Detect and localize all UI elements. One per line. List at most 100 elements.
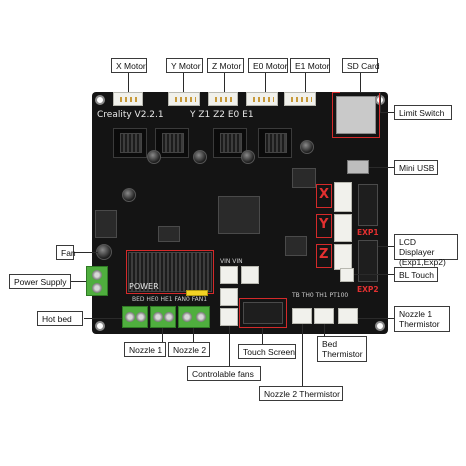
bl-touch-label: BL Touch: [394, 267, 438, 282]
sd-card-slot: [336, 96, 376, 134]
ic-chip: [158, 226, 180, 242]
y-endstop-letter: Y: [319, 217, 329, 232]
nozzle1-label: Nozzle 1: [124, 342, 166, 357]
nozzle2-terminal: [178, 306, 210, 328]
bottom-silkscreen: BED HE0 HE1 FAN0 FAN1: [132, 296, 208, 303]
leader-line: [265, 73, 266, 92]
fan-connector-1: [220, 266, 238, 284]
nozzle2-thermistor-label: Nozzle 2 Thermistor: [259, 386, 343, 401]
heatsink-highlight: [126, 250, 214, 294]
leader-line: [229, 326, 230, 368]
mounting-hole: [95, 321, 105, 331]
axis-silkscreen: Y Z1 Z2 E0 E1: [190, 110, 254, 120]
bed-thermistor-label: Bed Thermistor: [317, 336, 367, 362]
leader-line: [358, 318, 394, 319]
leader-line: [360, 73, 361, 92]
nozzle1-thermistor-label: Nozzle 1 Thermistor: [394, 306, 450, 332]
leader-line: [224, 73, 225, 92]
x-motor-label: X Motor: [111, 58, 147, 73]
x-endstop-letter: X: [319, 187, 330, 202]
z-endstop-connector: [334, 244, 352, 270]
z-motor-label: Z Motor: [207, 58, 244, 73]
e1-motor-label: E1 Motor: [290, 58, 330, 73]
leader-line: [162, 328, 163, 342]
leader-line: [302, 324, 303, 386]
mounting-hole: [95, 95, 105, 105]
mini-usb-port: [347, 160, 369, 174]
touch-screen-highlight: [239, 298, 287, 328]
z-endstop-highlight: [316, 244, 332, 268]
y-motor-label: Y Motor: [166, 58, 203, 73]
controlable-fans-label: Controlable fans: [187, 366, 261, 381]
leader-line: [340, 92, 380, 93]
nozzle1-terminal: [150, 306, 176, 328]
nozzle2-label: Nozzle 2: [168, 342, 210, 357]
touch-screen-header: [243, 302, 283, 324]
fan-connector-3: [220, 288, 238, 306]
leader-line: [378, 246, 394, 247]
power-supply-label: Power Supply: [9, 274, 71, 289]
power-silkscreen: POWER: [129, 282, 159, 291]
ic-chip: [292, 168, 316, 188]
y-endstop-connector: [334, 214, 352, 242]
y-stepper-driver: [155, 128, 189, 158]
leader-line: [380, 112, 394, 113]
leader-line: [305, 73, 306, 92]
fan-connector-4: [220, 308, 238, 326]
capacitor: [147, 150, 161, 164]
leader-line: [380, 92, 381, 112]
exp1-label: EXP1: [357, 228, 379, 237]
leader-line: [193, 328, 194, 342]
mounting-hole: [375, 321, 385, 331]
leader-line: [183, 73, 184, 92]
vin-silkscreen: VIN VIN: [220, 258, 243, 265]
limit-switch-label: Limit Switch: [394, 105, 452, 120]
mini-usb-label: Mini USB: [394, 160, 438, 175]
bed-thermistor-connector: [314, 308, 334, 324]
fuse: [186, 290, 208, 296]
leader-line: [71, 281, 86, 282]
thermistor-silkscreen: TB TH0 TH1 PT100: [292, 292, 349, 299]
bl-touch-connector: [340, 268, 354, 282]
x-endstop-highlight: [316, 184, 332, 208]
leader-line: [262, 328, 263, 344]
power-supply-terminal: [86, 266, 108, 296]
leader-line: [354, 274, 394, 275]
sd-card-label: SD Card: [342, 58, 380, 73]
e0-stepper-driver: [258, 128, 292, 158]
leader-line: [74, 252, 98, 253]
nozzle2-thermistor-connector: [292, 308, 312, 324]
sd-card-highlight: [332, 92, 380, 138]
exp2-header: [358, 240, 378, 282]
leader-line: [324, 324, 325, 336]
ic-chip: [95, 210, 117, 238]
mosfet-heatsink: [128, 252, 212, 292]
capacitor: [96, 244, 112, 260]
capacitor: [122, 188, 136, 202]
e0-motor-label: E0 Motor: [248, 58, 288, 73]
leader-line: [369, 167, 394, 168]
fan-connector-2: [241, 266, 259, 284]
leader-line: [84, 318, 122, 319]
y-endstop-highlight: [316, 214, 332, 238]
capacitor: [241, 150, 255, 164]
capacitor: [300, 140, 314, 154]
nozzle1-thermistor-connector: [338, 308, 358, 324]
x-stepper-driver: [113, 128, 147, 158]
fan-label: Fan: [56, 245, 76, 260]
mcu-chip: [218, 196, 260, 234]
z1-motor-connector: [208, 92, 238, 106]
x-endstop-connector: [334, 182, 352, 212]
brand-silkscreen: Creality V2.2.1: [97, 110, 164, 120]
leader-line: [128, 73, 129, 92]
e1-motor-connector: [284, 92, 316, 106]
exp1-header: [358, 184, 378, 226]
exp2-label: EXP2: [357, 285, 379, 294]
x-motor-connector: [113, 92, 143, 106]
e0-motor-connector: [246, 92, 278, 106]
hot-bed-terminal: [122, 306, 148, 328]
y-motor-connector: [168, 92, 200, 106]
lcd-displayer-label: LCD Displayer (Exp1,Exp2): [394, 234, 458, 267]
hot-bed-label: Hot bed: [37, 311, 83, 326]
capacitor: [193, 150, 207, 164]
